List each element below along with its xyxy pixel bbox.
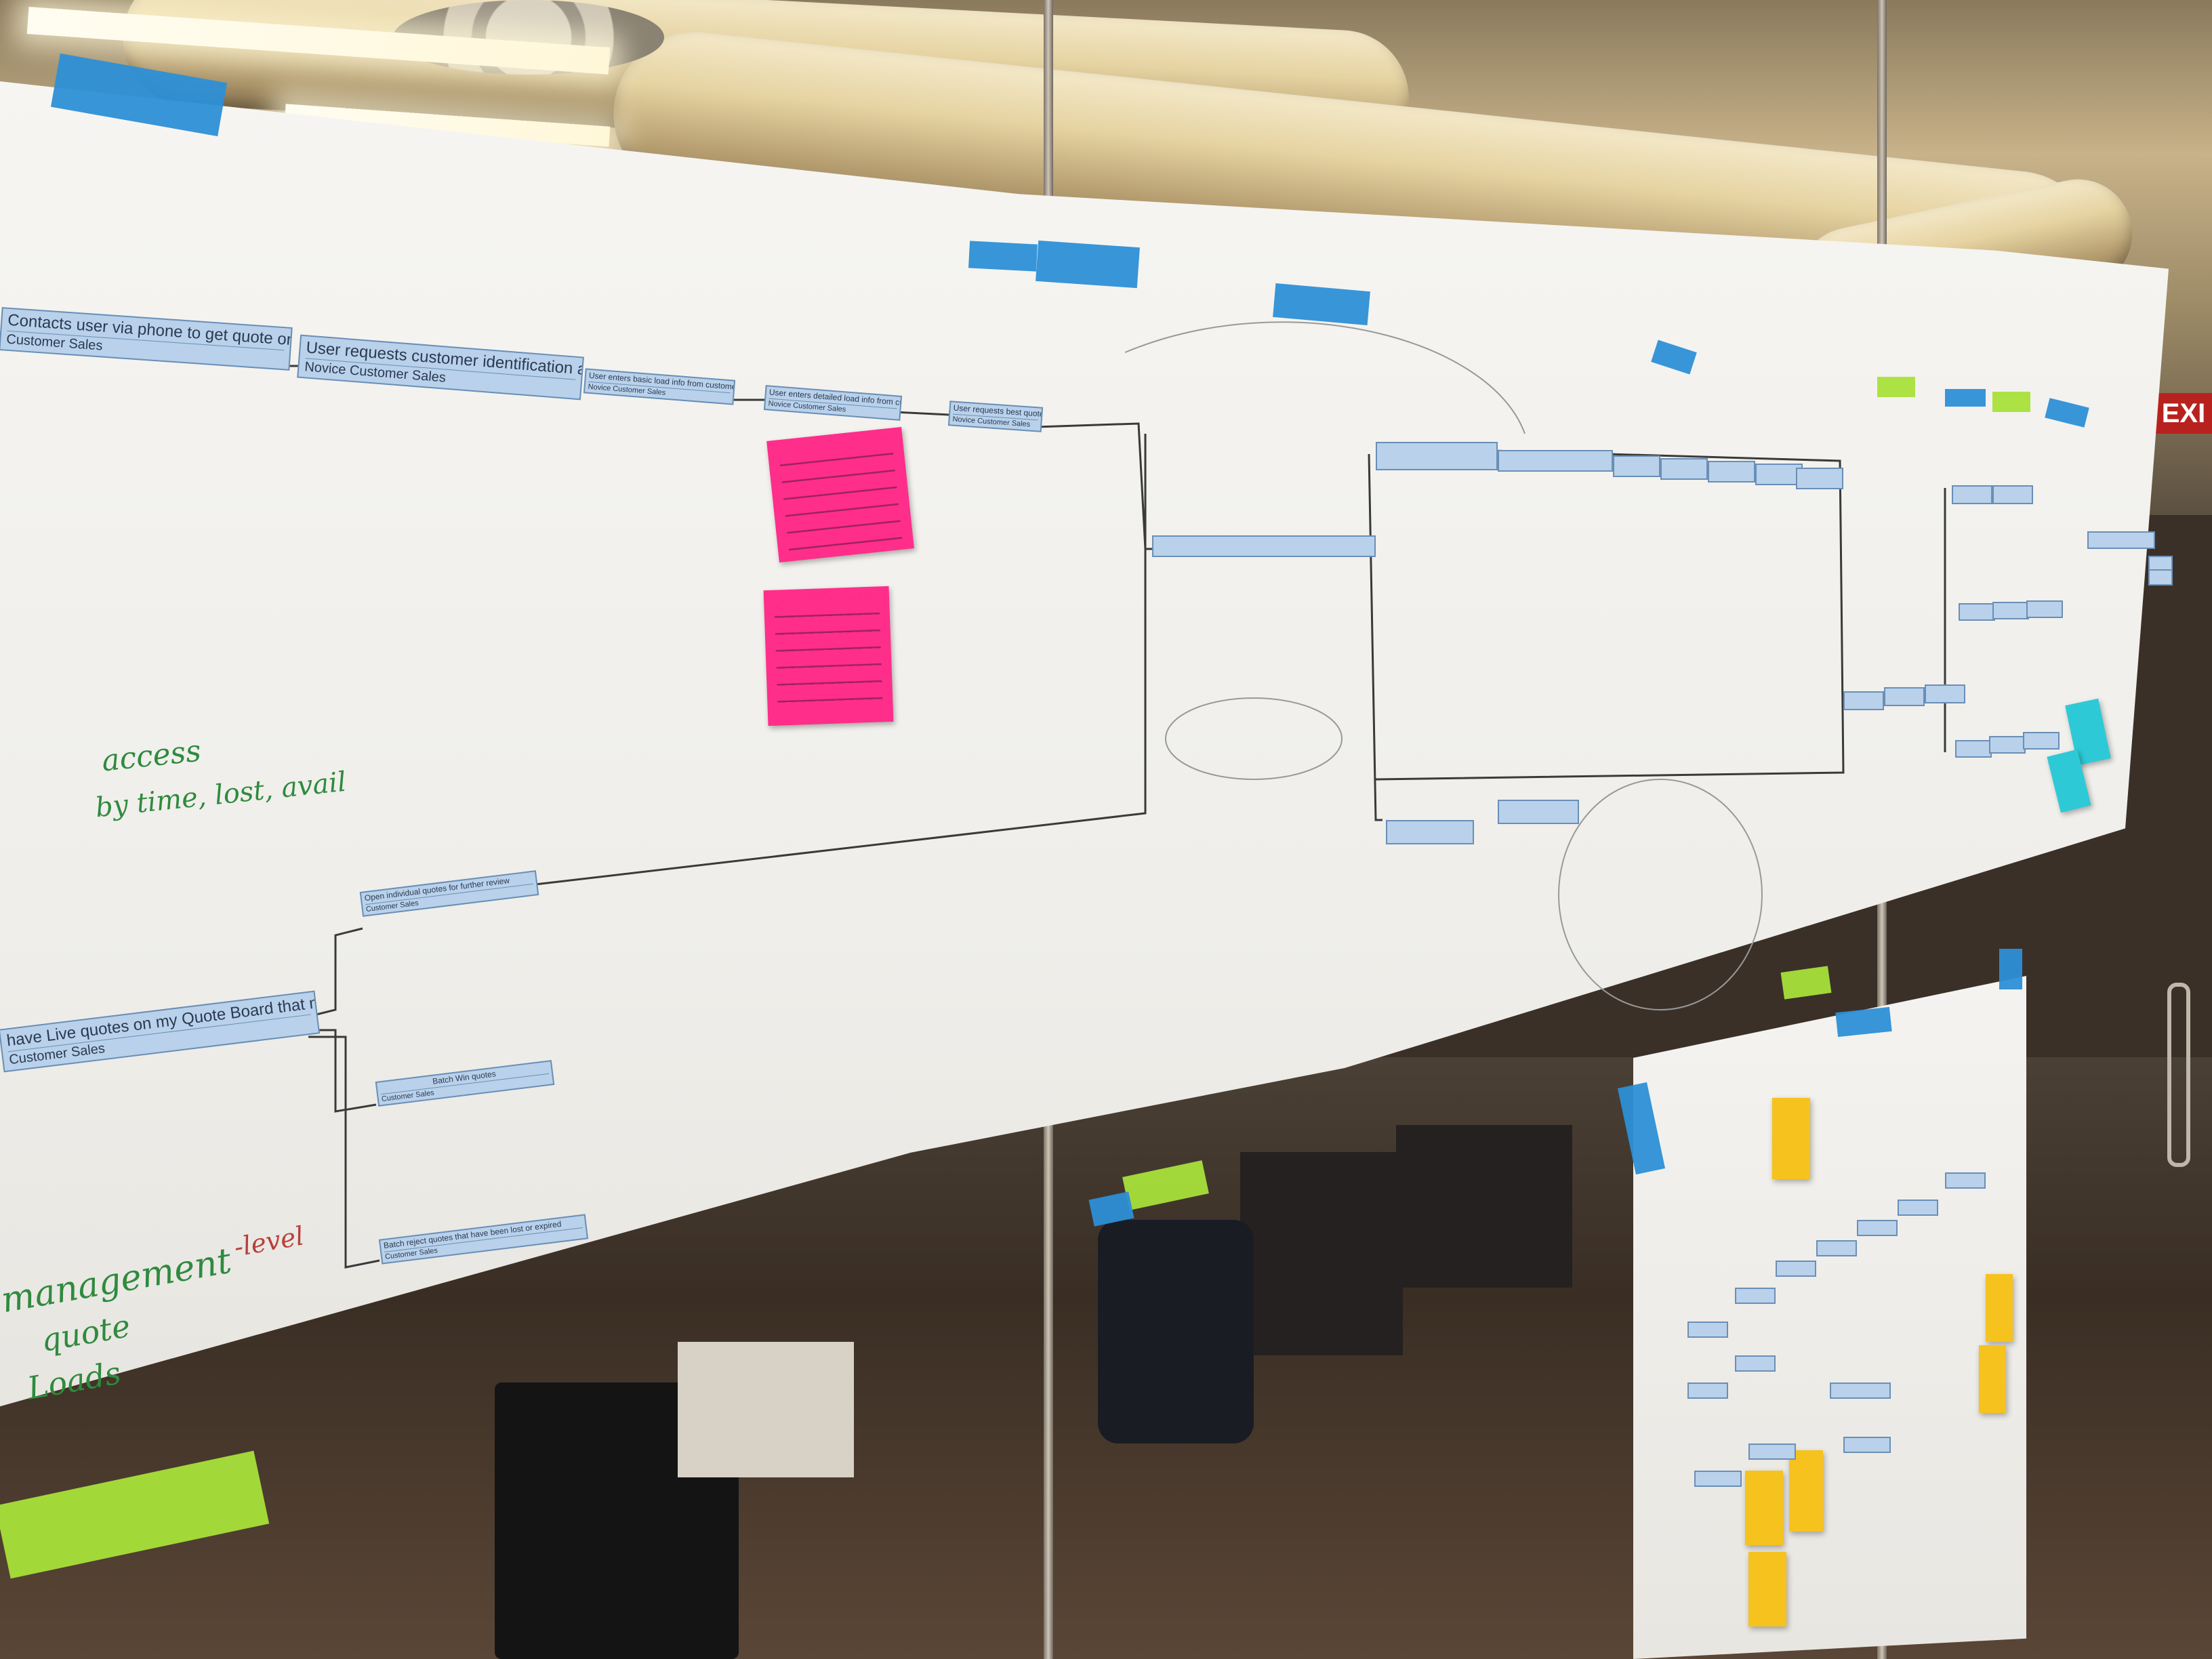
flow-node-small xyxy=(1989,736,2026,754)
tape-blue xyxy=(968,241,1038,272)
flow-node-small xyxy=(1843,1437,1891,1453)
flow-node-small xyxy=(1687,1322,1728,1338)
flow-node-small xyxy=(1992,602,2029,619)
sticky-note-yellow xyxy=(1986,1274,2013,1342)
flow-node-small xyxy=(1955,740,1992,758)
desk-cabinet xyxy=(1396,1125,1572,1288)
flow-node-small xyxy=(1748,1443,1796,1460)
flow-node-small xyxy=(2087,531,2155,549)
secondary-process-paper xyxy=(1633,976,2026,1659)
flow-node-small xyxy=(1755,464,1803,485)
flow-node-small xyxy=(1796,468,1843,489)
flow-node-small xyxy=(2023,732,2060,750)
tape-green xyxy=(1992,392,2030,412)
flow-node-small xyxy=(1498,450,1613,472)
flow-node-small xyxy=(1959,603,1995,621)
flow-node-small xyxy=(1376,442,1498,470)
tape-blue xyxy=(1945,389,1986,407)
office-chair xyxy=(1098,1220,1254,1443)
flow-node-small xyxy=(2026,600,2063,618)
flow-node-small xyxy=(1613,455,1660,477)
flow-node-small xyxy=(1498,800,1579,824)
flow-node-small xyxy=(1816,1240,1857,1256)
flow-node-small xyxy=(1898,1200,1938,1216)
flow-node-small xyxy=(1660,458,1708,480)
tape-green xyxy=(1877,377,1915,397)
flow-node-small xyxy=(1687,1382,1728,1399)
exit-sign: EXI xyxy=(2155,393,2212,434)
tape-blue xyxy=(1999,949,2022,989)
flow-node-small xyxy=(1945,1172,1986,1189)
sticky-note-pink xyxy=(763,586,894,726)
flow-node-small xyxy=(1992,485,2033,504)
flow-node-small xyxy=(1843,691,1884,710)
flow-node-small xyxy=(2148,569,2173,586)
tape-blue xyxy=(1036,240,1140,289)
partition xyxy=(678,1342,854,1477)
flow-node-small xyxy=(1776,1261,1816,1277)
flow-node-small xyxy=(1694,1471,1742,1487)
flow-node-small xyxy=(1152,535,1376,557)
flow-node-small xyxy=(1735,1288,1776,1304)
sticky-note-pink xyxy=(766,427,914,562)
flow-node-small xyxy=(1857,1220,1898,1236)
sticky-note-yellow xyxy=(1789,1450,1823,1532)
sticky-note-yellow xyxy=(1979,1345,2006,1413)
flow-node-small xyxy=(1884,687,1925,706)
sticky-note-yellow xyxy=(1748,1552,1786,1626)
sticky-note-yellow xyxy=(1772,1098,1810,1179)
flow-node-small xyxy=(1386,820,1474,844)
door-handle xyxy=(2167,983,2190,1167)
flow-node-small xyxy=(1925,684,1965,703)
flow-node-small xyxy=(1708,461,1755,483)
flow-node-small xyxy=(1952,485,1992,504)
sticky-note-yellow xyxy=(1745,1471,1783,1545)
desk-cabinet xyxy=(1240,1152,1403,1355)
flow-node-small xyxy=(1830,1382,1891,1399)
flow-node-small xyxy=(1735,1355,1776,1372)
